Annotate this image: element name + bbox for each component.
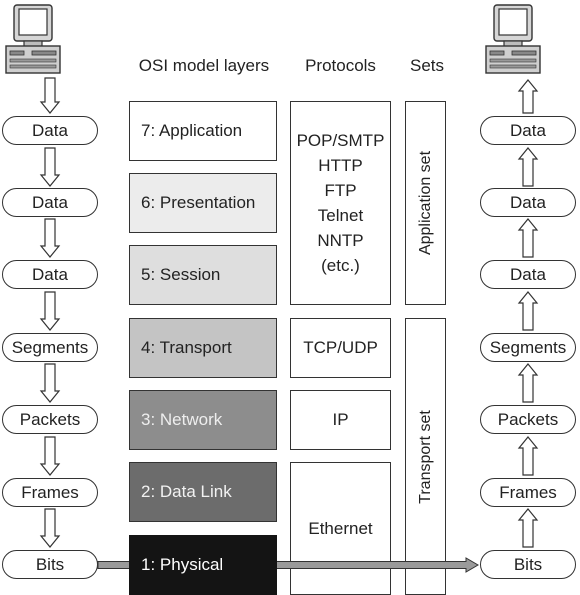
layer-box-data-link: 2: Data Link — [129, 462, 277, 522]
right-pill-data-2: Data — [480, 188, 576, 217]
layer-label-session: 5: Session — [141, 265, 221, 284]
up-arrow-right-5 — [517, 363, 539, 403]
layer-box-network: 3: Network — [129, 390, 277, 450]
right-pill-segments: Segments — [480, 333, 576, 362]
protocol-box-link: Ethernet — [290, 462, 391, 595]
left-pill-data-1: Data — [2, 116, 98, 145]
header-sets: Sets — [409, 56, 445, 75]
protocol-telnet: Telnet — [317, 206, 364, 225]
down-arrow-left-5 — [39, 363, 61, 403]
layer-box-application: 7: Application — [129, 101, 277, 161]
layer-label-physical: 1: Physical — [141, 555, 224, 574]
up-arrow-right-7 — [517, 508, 539, 548]
layer-box-physical: 1: Physical — [129, 535, 277, 595]
right-pill-data-3: Data — [480, 260, 576, 289]
protocol-etc: (etc.) — [321, 256, 360, 275]
down-arrow-left-6 — [39, 436, 61, 476]
protocol-http: HTTP — [318, 156, 363, 175]
layer-box-transport: 4: Transport — [129, 318, 277, 378]
down-arrow-left-7 — [39, 508, 61, 548]
protocol-pop-smtp: POP/SMTP — [296, 131, 385, 150]
layer-label-data-link: 2: Data Link — [141, 482, 232, 501]
down-arrow-left-4 — [39, 291, 61, 331]
protocol-ethernet: Ethernet — [308, 518, 373, 538]
header-osi-layers: OSI model layers — [138, 56, 270, 75]
left-pill-data-2: Data — [2, 188, 98, 217]
left-pill-frames: Frames — [2, 478, 98, 507]
layer-box-presentation: 6: Presentation — [129, 173, 277, 233]
set-box-application: Application set — [405, 101, 446, 305]
protocol-box-transport: TCP/UDP — [290, 318, 391, 378]
layer-label-application: 7: Application — [141, 121, 243, 140]
protocol-box-application: POP/SMTP HTTP FTP Telnet NNTP (etc.) — [290, 101, 391, 305]
left-pill-data-3: Data — [2, 260, 98, 289]
arrow-group — [39, 77, 539, 573]
up-arrow-right-2 — [517, 147, 539, 187]
down-arrow-left-3 — [39, 218, 61, 258]
protocol-box-network: IP — [290, 390, 391, 450]
computer-icon — [485, 4, 541, 74]
right-pill-bits: Bits — [480, 550, 576, 579]
computer-icon — [5, 4, 61, 74]
right-pill-data-1: Data — [480, 116, 576, 145]
left-pill-bits: Bits — [2, 550, 98, 579]
up-arrow-right-1 — [517, 79, 539, 114]
protocol-nntp: NNTP — [317, 231, 364, 250]
layer-label-presentation: 6: Presentation — [141, 193, 256, 212]
left-pill-packets: Packets — [2, 405, 98, 434]
protocol-tcp-udp: TCP/UDP — [303, 338, 378, 357]
header-protocols: Protocols — [305, 56, 376, 75]
protocol-ftp: FTP — [324, 181, 357, 200]
set-box-transport: Transport set — [405, 318, 446, 595]
up-arrow-right-4 — [517, 291, 539, 331]
layer-box-session: 5: Session — [129, 245, 277, 305]
up-arrow-right-3 — [517, 218, 539, 258]
left-pill-segments: Segments — [2, 333, 98, 362]
right-pill-packets: Packets — [480, 405, 576, 434]
right-pill-frames: Frames — [480, 478, 576, 507]
down-arrow-left-2 — [39, 147, 61, 187]
layer-label-transport: 4: Transport — [141, 338, 232, 357]
layer-label-network: 3: Network — [141, 410, 223, 429]
up-arrow-right-6 — [517, 436, 539, 476]
protocol-ip: IP — [332, 410, 349, 429]
down-arrow-left-1 — [39, 77, 61, 114]
